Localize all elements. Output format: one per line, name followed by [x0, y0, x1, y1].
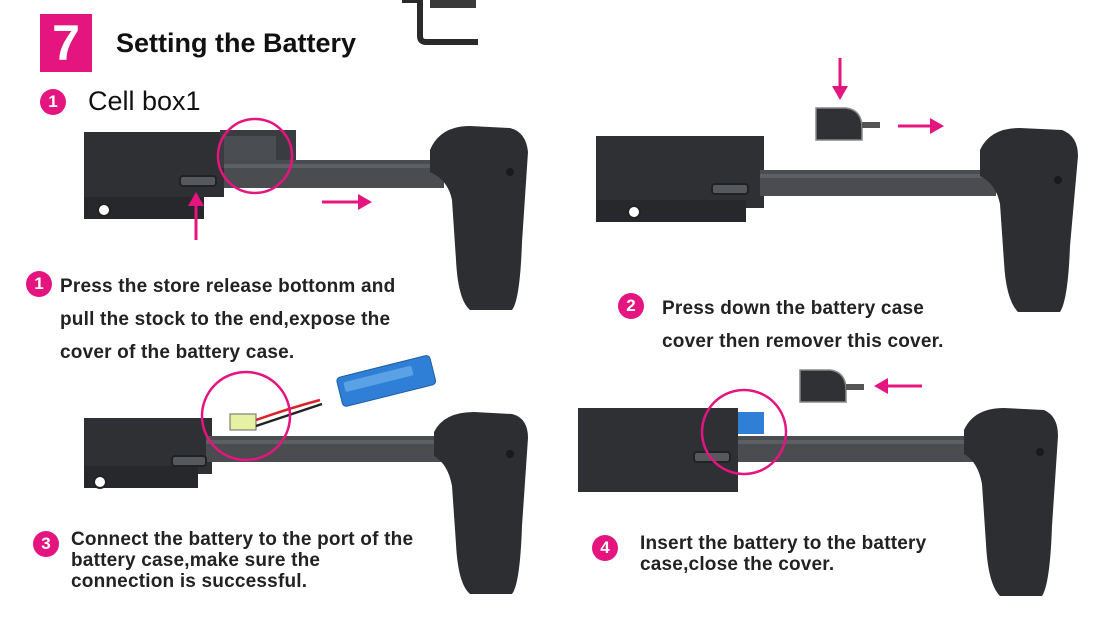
stock-illustration-1 — [84, 117, 528, 310]
partial-cable-illustration — [402, 0, 478, 45]
step-2: 2 Press down the battery case cover then… — [618, 292, 944, 358]
step-2-marker: 2 — [618, 293, 644, 319]
step-3-text: Connect the battery to the port of the b… — [71, 529, 414, 592]
subheader-label: Cell box1 — [88, 86, 201, 116]
step-1-marker: 1 — [26, 271, 52, 297]
subheader-marker: 1 — [40, 88, 66, 115]
step-1: 1 Press the store release bottonm and pu… — [26, 270, 395, 369]
step-number-badge: 7 — [40, 14, 92, 72]
step-4-marker: 4 — [592, 535, 618, 561]
stock-illustration-4 — [578, 369, 1058, 596]
step-2-text: Press down the battery case cover then r… — [662, 298, 944, 353]
page-title: Setting the Battery — [116, 28, 357, 58]
step-1-text: Press the store release bottonm and pull… — [60, 276, 396, 364]
step-4: 4 Insert the battery to the battery case… — [592, 533, 927, 576]
subheader: 1 Cell box1 — [40, 86, 201, 117]
step-4-text: Insert the battery to the battery case,c… — [640, 533, 927, 575]
step-3: 3 Connect the battery to the port of the… — [33, 529, 414, 593]
stock-illustration-2 — [596, 58, 1078, 312]
step-3-marker: 3 — [33, 531, 59, 557]
stock-illustration-3 — [84, 355, 528, 594]
